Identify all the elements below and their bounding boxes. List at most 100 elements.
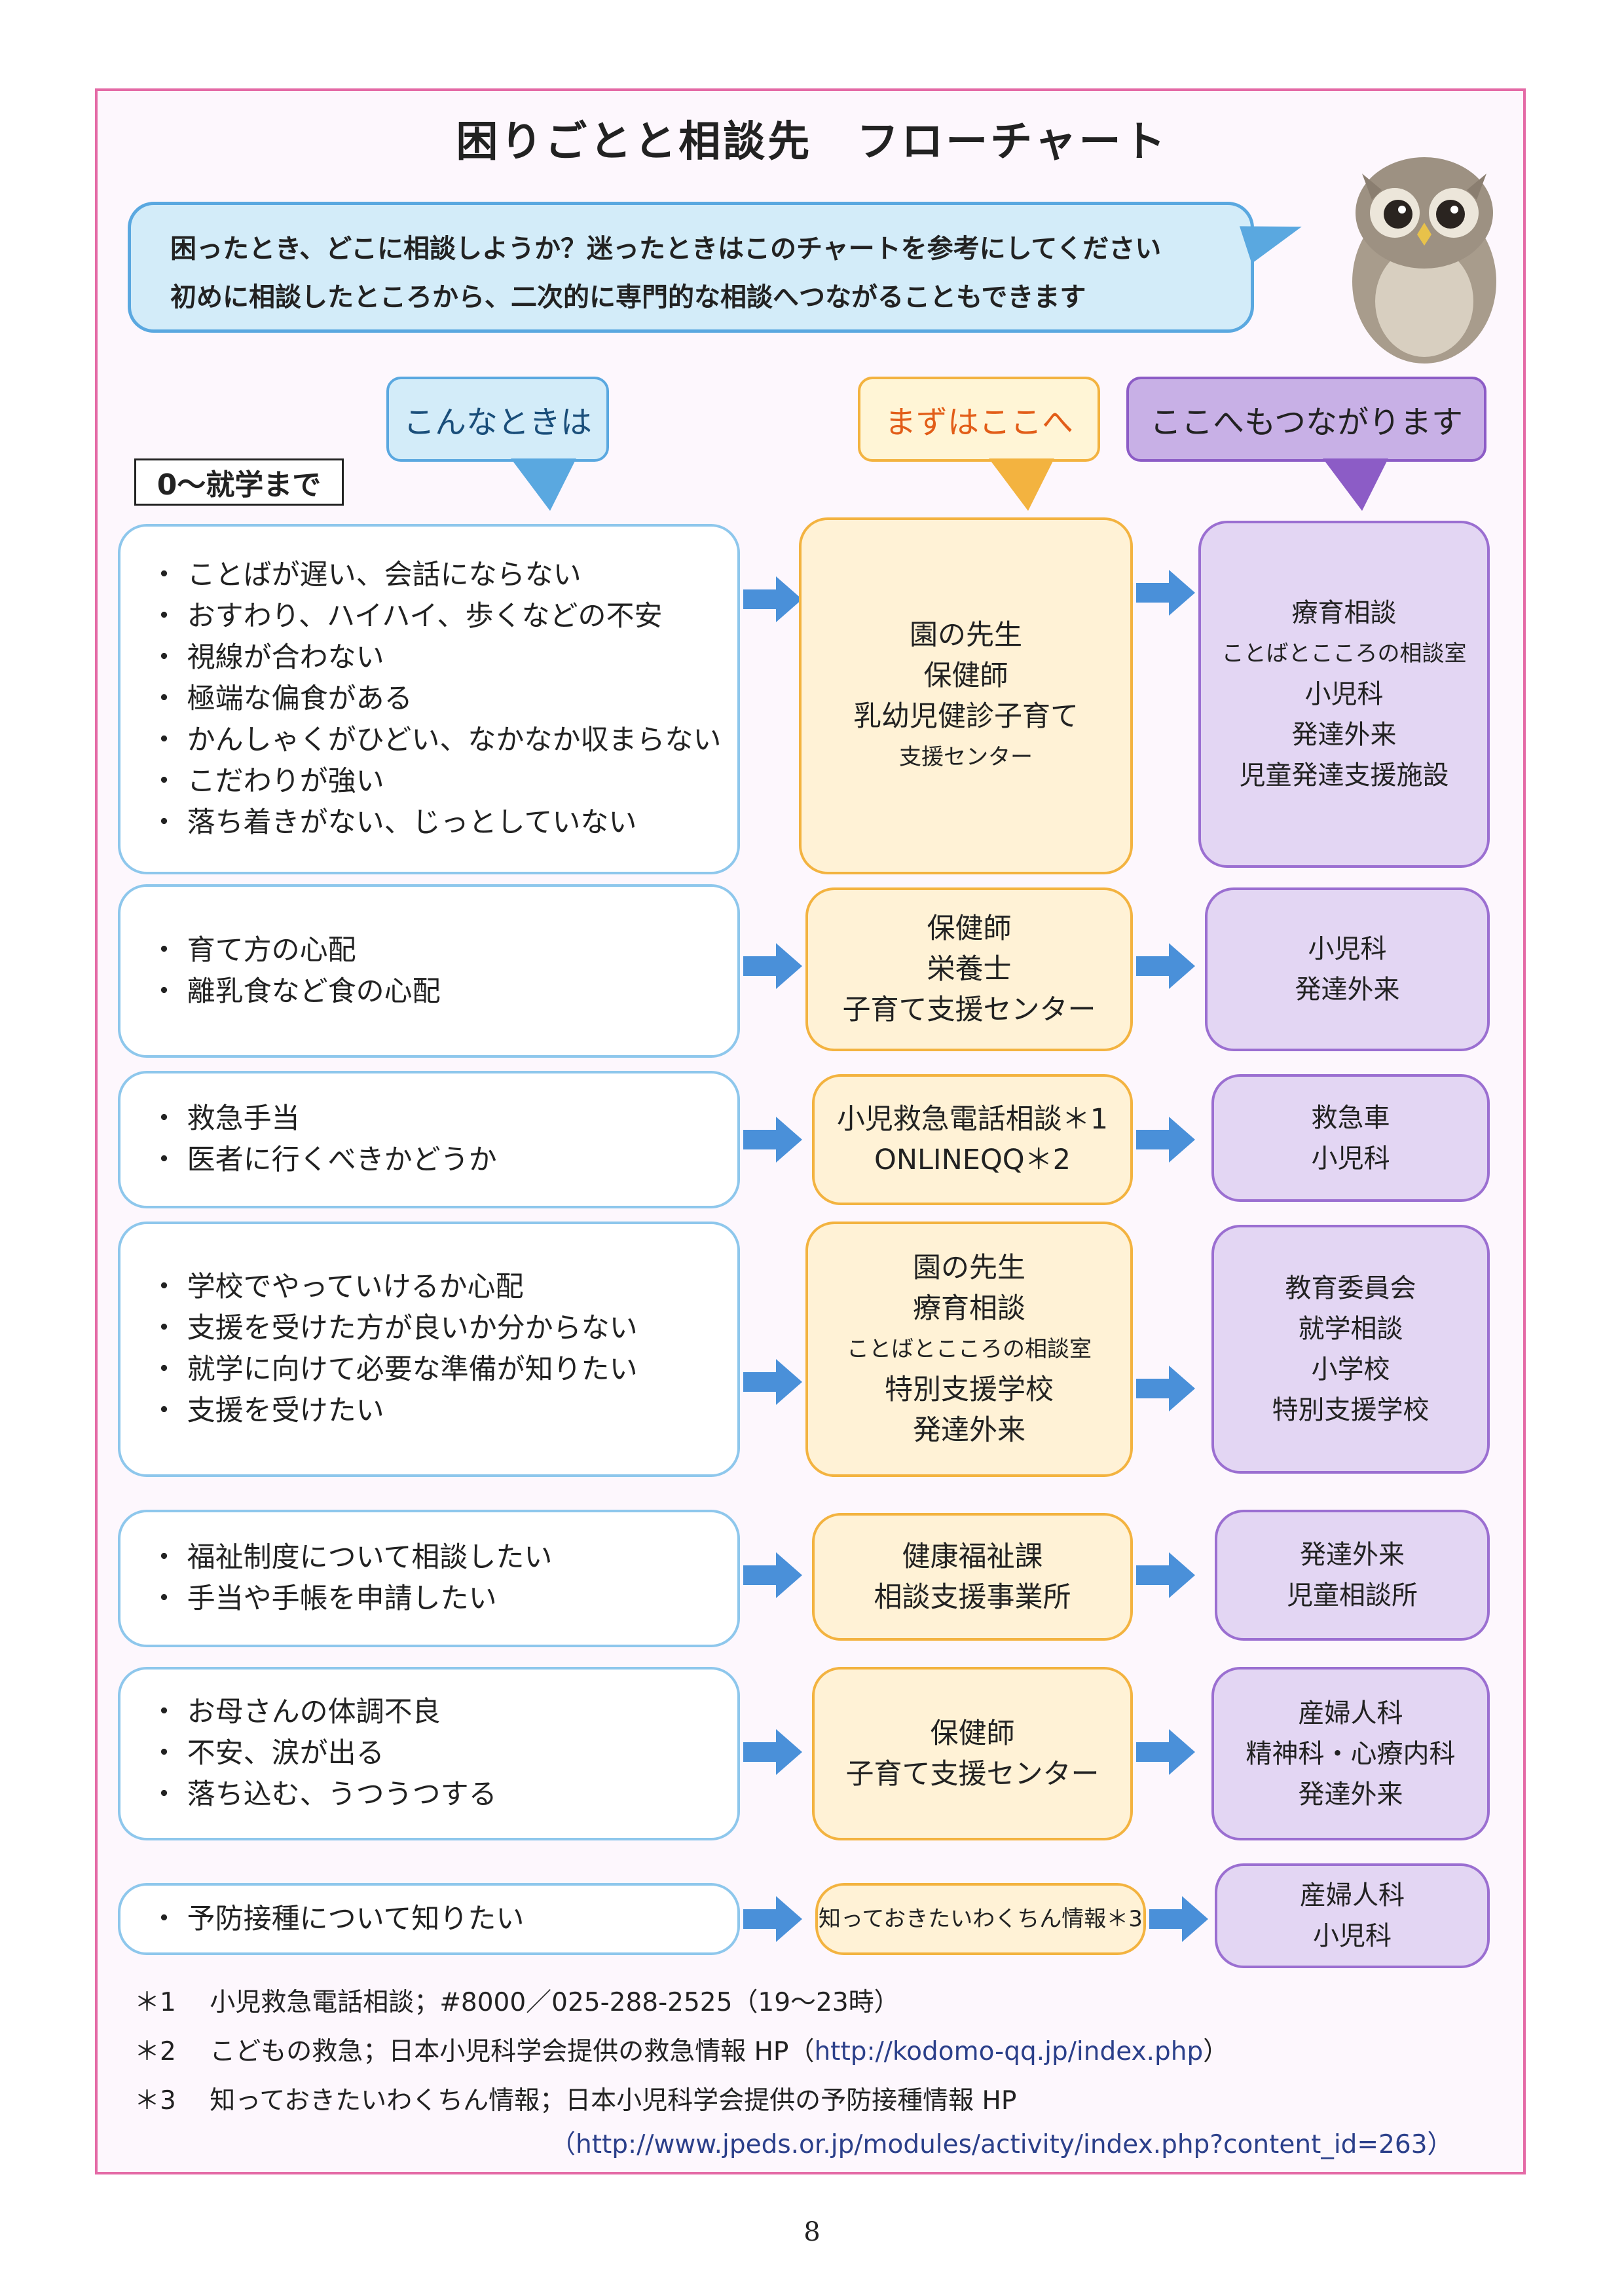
concern-item: ・ おすわり、ハイハイ、歩くなどの不安: [150, 600, 663, 633]
first-contact-item: 保健師: [923, 659, 1008, 692]
further-contact-item: ことばとこころの相談室: [1221, 641, 1467, 667]
further-contact-item: 小学校: [1311, 1354, 1390, 1385]
further-contact-item: 小児科: [1304, 679, 1384, 709]
concern-item: ・ 落ち込む、うつうつする: [150, 1778, 497, 1811]
owl-illustration: [1352, 157, 1496, 364]
footnote-2-link[interactable]: http://kodomo-qq.jp/index.php: [814, 2037, 1204, 2066]
first-contact-box-3: 小児救急電話相談＊1 ONLINEQQ＊2: [812, 1074, 1133, 1205]
concern-item: ・ こだわりが強い: [150, 765, 384, 798]
first-contact-item: 健康福祉課: [902, 1540, 1043, 1573]
further-contact-item: 精神科・心療内科: [1246, 1738, 1456, 1769]
concern-item: ・ 離乳食など食の心配: [150, 975, 441, 1008]
age-label: 0～就学まで: [134, 458, 344, 506]
concern-item: ・ 就学に向けて必要な準備が知りたい: [150, 1353, 638, 1386]
further-contact-item: 産婦人科: [1298, 1698, 1403, 1728]
concern-item: ・ 極端な偏食がある: [150, 682, 413, 715]
first-contact-item: 相談支援事業所: [874, 1580, 1071, 1614]
concern-box-2: ・ 育て方の心配 ・ 離乳食など食の心配: [118, 884, 740, 1058]
intro-bubble: 困ったとき、どこに相談しようか？迷ったときはこのチャートを参考にしてください 初…: [128, 202, 1254, 333]
further-contact-box-4: 教育委員会 就学相談 小学校 特別支援学校: [1211, 1225, 1490, 1474]
further-contact-item: 特別支援学校: [1272, 1395, 1430, 1425]
arrow-right-icon: [1149, 1896, 1208, 1942]
concern-item: ・ 救急手当: [150, 1102, 300, 1135]
arrow-right-icon: [743, 943, 802, 989]
further-contact-box-5: 発達外来 児童相談所: [1215, 1510, 1490, 1641]
first-contact-item: 保健師: [930, 1717, 1015, 1750]
further-contact-item: 教育委員会: [1285, 1273, 1416, 1303]
further-contact-item: 小児科: [1311, 1143, 1390, 1174]
first-contact-item: 子育て支援センター: [845, 1757, 1099, 1791]
concern-box-5: ・ 福祉制度について相談したい ・ 手当や手帳を申請したい: [118, 1510, 740, 1647]
header-further-contact: ここへもつながります: [1126, 377, 1486, 462]
footnote-2-text: ＊2 こどもの救急；日本小児科学会提供の救急情報 HP（: [134, 2037, 815, 2066]
page-title: 困りごとと相談先 フローチャート: [456, 118, 1168, 166]
page-number: 8: [803, 2217, 821, 2247]
first-contact-item: ことばとこころの相談室: [847, 1336, 1092, 1362]
concern-box-7: ・ 予防接種について知りたい: [118, 1883, 740, 1955]
header-concerns: こんなときは: [386, 377, 609, 462]
first-contact-item: 発達外来: [913, 1414, 1025, 1447]
concern-item: ・ 福祉制度について相談したい: [150, 1541, 553, 1574]
arrow-right-icon: [743, 1729, 802, 1775]
arrow-right-icon: [1136, 1366, 1195, 1411]
concern-item: ・ 医者に行くべきかどうか: [150, 1144, 497, 1176]
concern-item: ・ かんしゃくがひどい、なかなか収まらない: [150, 724, 722, 756]
further-contact-item: 療育相談: [1291, 598, 1397, 628]
first-contact-item: 栄養士: [927, 953, 1012, 986]
further-contact-box-2: 小児科 発達外来: [1205, 887, 1490, 1051]
concern-item: ・ 予防接種について知りたい: [150, 1902, 525, 1935]
arrow-right-icon: [743, 576, 802, 622]
first-contact-box-2: 保健師 栄養士 子育て支援センター: [805, 887, 1133, 1051]
further-contact-item: 小児科: [1313, 1921, 1392, 1951]
first-contact-item: 特別支援学校: [885, 1373, 1054, 1406]
further-contact-item: 救急車: [1311, 1102, 1390, 1133]
header-concerns-tail: [511, 458, 576, 511]
further-contact-item: 発達外来: [1300, 1540, 1405, 1570]
further-contact-item: 発達外来: [1298, 1779, 1403, 1810]
arrow-right-icon: [1136, 570, 1195, 616]
concern-box-6: ・ お母さんの体調不良 ・ 不安、涙が出る ・ 落ち込む、うつうつする: [118, 1667, 740, 1840]
first-contact-item: ONLINEQQ＊2: [874, 1144, 1071, 1176]
concern-item: ・ 支援を受けたい: [150, 1394, 384, 1427]
concern-box-3: ・ 救急手当 ・ 医者に行くべきかどうか: [118, 1071, 740, 1208]
first-contact-item: 園の先生: [910, 618, 1022, 652]
arrow-right-icon: [743, 1359, 802, 1405]
first-contact-box-7: 知っておきたいわくちん情報＊3: [815, 1883, 1146, 1955]
first-contact-item: 乳幼児健診子育て: [853, 700, 1079, 733]
arrow-right-icon: [1136, 943, 1195, 989]
footnote-3-link[interactable]: （http://www.jpeds.or.jp/modules/activity…: [550, 2130, 1453, 2159]
first-contact-item: 保健師: [927, 912, 1012, 945]
concern-item: ・ 学校でやっていけるか心配: [150, 1271, 524, 1303]
first-contact-item: 子育て支援センター: [842, 994, 1096, 1026]
arrow-right-icon: [743, 1896, 802, 1942]
further-contact-item: 児童発達支援施設: [1239, 760, 1449, 791]
header-first-contact-tail: [989, 458, 1054, 511]
arrow-right-icon: [743, 1117, 802, 1163]
first-contact-box-4: 園の先生 療育相談 ことばとこころの相談室 特別支援学校 発達外来: [805, 1222, 1133, 1477]
concern-item: ・ 支援を受けた方が良いか分からない: [150, 1312, 638, 1345]
concern-item: ・ お母さんの体調不良: [150, 1696, 441, 1728]
further-contact-box-6: 産婦人科 精神科・心療内科 発達外来: [1211, 1667, 1490, 1840]
concern-item: ・ ことばが遅い、会話にならない: [150, 559, 581, 591]
concern-item: ・ 落ち着きがない、じっとしていない: [150, 806, 637, 839]
footnote-2: ＊2 こどもの救急；日本小児科学会提供の救急情報 HP（http://kodom…: [134, 2027, 1228, 2076]
first-contact-item: 小児救急電話相談＊1: [836, 1103, 1109, 1136]
first-contact-box-1: 園の先生 保健師 乳幼児健診子育て 支援センター: [799, 517, 1133, 874]
concern-item: ・ 育て方の心配: [150, 933, 356, 967]
intro-line-2: 初めに相談したところから、二次的に専門的な相談へつながることもできます: [170, 282, 1086, 312]
intro-line-1: 困ったとき、どこに相談しようか？迷ったときはこのチャートを参考にしてください: [170, 234, 1162, 264]
footnote-1: ＊1 小児救急電話相談；#8000／025-288-2525（19～23時）: [134, 1988, 900, 2017]
header-further-contact-tail: [1323, 458, 1388, 511]
further-contact-box-1: 療育相談 ことばとこころの相談室 小児科 発達外来 児童発達支援施設: [1198, 521, 1490, 868]
arrow-right-icon: [1136, 1729, 1195, 1775]
further-contact-item: 就学相談: [1298, 1314, 1403, 1344]
concern-box-1: ・ ことばが遅い、会話にならない ・ おすわり、ハイハイ、歩くなどの不安 ・ 視…: [118, 524, 740, 874]
further-contact-item: 産婦人科: [1300, 1880, 1405, 1911]
concern-item: ・ 不安、涙が出る: [150, 1737, 384, 1770]
further-contact-item: 児童相談所: [1287, 1580, 1418, 1611]
arrow-right-icon: [743, 1552, 802, 1598]
concern-item: ・ 視線が合わない: [150, 641, 384, 674]
concern-box-4: ・ 学校でやっていけるか心配 ・ 支援を受けた方が良いか分からない ・ 就学に向…: [118, 1222, 740, 1477]
first-contact-item: 園の先生: [913, 1252, 1025, 1284]
further-contact-box-7: 産婦人科 小児科: [1215, 1863, 1490, 1968]
